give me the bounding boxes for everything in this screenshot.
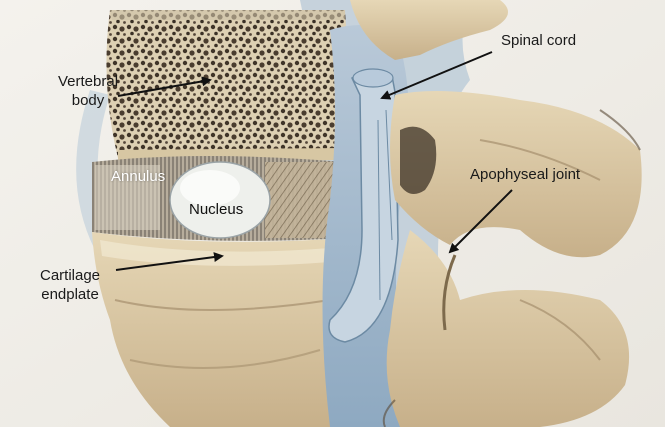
- label-nucleus: Nucleus: [189, 200, 243, 219]
- label-apophyseal-joint: Apophyseal joint: [470, 165, 580, 184]
- label-cartilage-endplate-line1: Cartilage: [40, 266, 100, 285]
- label-vertebral-body: Vertebral body: [58, 72, 118, 110]
- label-spinal-cord: Spinal cord: [501, 31, 576, 50]
- upper-vertebral-body: [106, 10, 347, 158]
- label-vertebral-body-line2: body: [58, 91, 118, 110]
- label-vertebral-body-line1: Vertebral: [58, 72, 118, 91]
- label-cartilage-endplate: Cartilage endplate: [40, 266, 100, 304]
- label-annulus: Annulus: [111, 167, 165, 186]
- label-cartilage-endplate-line2: endplate: [40, 285, 100, 304]
